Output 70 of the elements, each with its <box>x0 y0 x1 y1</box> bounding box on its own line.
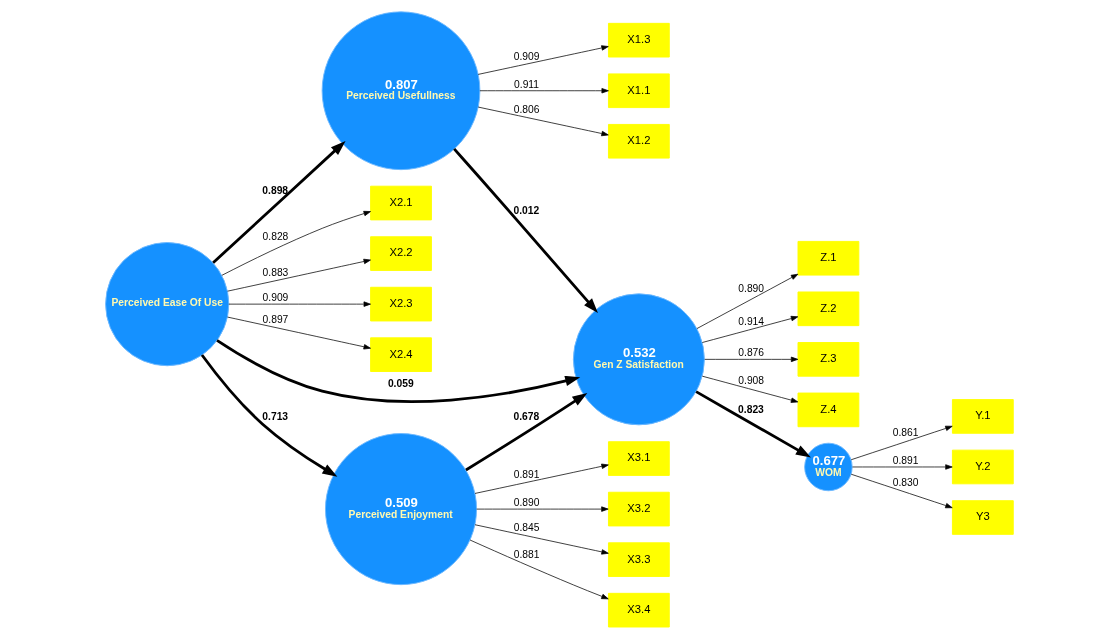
node-box: Z.2 <box>797 291 859 327</box>
node-box: Z.1 <box>797 240 859 276</box>
edge-label: 0.911 <box>513 78 539 90</box>
arrow <box>226 316 371 350</box>
node-box: Y.1 <box>951 399 1014 434</box>
arrow <box>701 375 798 403</box>
node-box: X3.2 <box>607 491 670 527</box>
arrow <box>475 506 609 512</box>
arrow <box>226 258 371 292</box>
arrow <box>474 463 609 494</box>
edge-label: 0.678 <box>512 411 539 422</box>
edge-label: 0.713 <box>261 411 288 422</box>
edge-label: 0.897 <box>262 313 288 325</box>
node-box: X3.4 <box>607 592 670 628</box>
node-box: X3.1 <box>607 441 670 476</box>
arrow <box>696 273 798 329</box>
edge-label: 0.823 <box>737 403 764 415</box>
edge-label: 0.806 <box>513 104 539 116</box>
edge-label: 0.891 <box>513 469 539 481</box>
node-circle: 0.509 Perceived Enjoyment <box>324 433 477 586</box>
arrow <box>215 339 580 404</box>
edge-label: 0.914 <box>737 315 764 327</box>
arrow <box>703 356 798 362</box>
arrow <box>850 425 953 461</box>
edge-label: 0.890 <box>737 282 764 294</box>
edge-label: 0.845 <box>513 522 539 534</box>
arrow <box>477 106 609 137</box>
node-box: X2.3 <box>369 286 432 322</box>
arrow <box>220 210 371 276</box>
arrow <box>200 354 337 477</box>
node-box: Z.3 <box>797 342 859 377</box>
arrow <box>479 88 609 94</box>
arrow <box>850 473 953 509</box>
arrow <box>474 524 609 555</box>
edge-label: 0.883 <box>262 266 288 278</box>
arrow <box>469 539 609 600</box>
edge-label: 0.828 <box>262 231 288 243</box>
arrow <box>694 390 811 458</box>
node-box: Y3 <box>951 500 1014 535</box>
node-box: Y.2 <box>951 449 1014 485</box>
edge-label: 0.891 <box>892 454 918 466</box>
edge-label: 0.909 <box>262 292 288 304</box>
node-box: X1.3 <box>607 22 670 58</box>
edge-label: 0.059 <box>387 378 414 390</box>
node-box: X1.2 <box>607 123 670 159</box>
edge-label: 0.909 <box>513 50 539 62</box>
edge-label: 0.908 <box>737 374 764 386</box>
arrow <box>477 45 609 75</box>
edge-label: 0.890 <box>513 497 539 509</box>
edge-label: 0.830 <box>892 477 918 489</box>
edge-label: 0.876 <box>737 347 764 359</box>
edge-label: 0.881 <box>513 548 539 560</box>
edge-label: 0.012 <box>512 205 539 217</box>
arrow <box>211 140 346 264</box>
arrow <box>464 392 587 472</box>
arrow <box>227 301 371 307</box>
node-box: X2.1 <box>369 185 432 221</box>
arrow <box>851 464 953 470</box>
node-box: X3.3 <box>607 542 670 577</box>
node-circle: 0.807 Perceived Usefullness <box>321 11 480 171</box>
edge-label: 0.861 <box>892 426 918 438</box>
node-box: X2.2 <box>369 236 432 271</box>
node-box: Z.4 <box>797 392 859 428</box>
arrow <box>452 148 598 314</box>
node-box: X1.1 <box>607 73 670 109</box>
edge-label: 0.898 <box>261 184 288 196</box>
arrow <box>701 315 798 343</box>
node-box: X2.4 <box>369 337 432 372</box>
node-circle: Perceived Ease Of Use <box>104 242 229 367</box>
node-circle: 0.677 WOM <box>803 442 853 492</box>
